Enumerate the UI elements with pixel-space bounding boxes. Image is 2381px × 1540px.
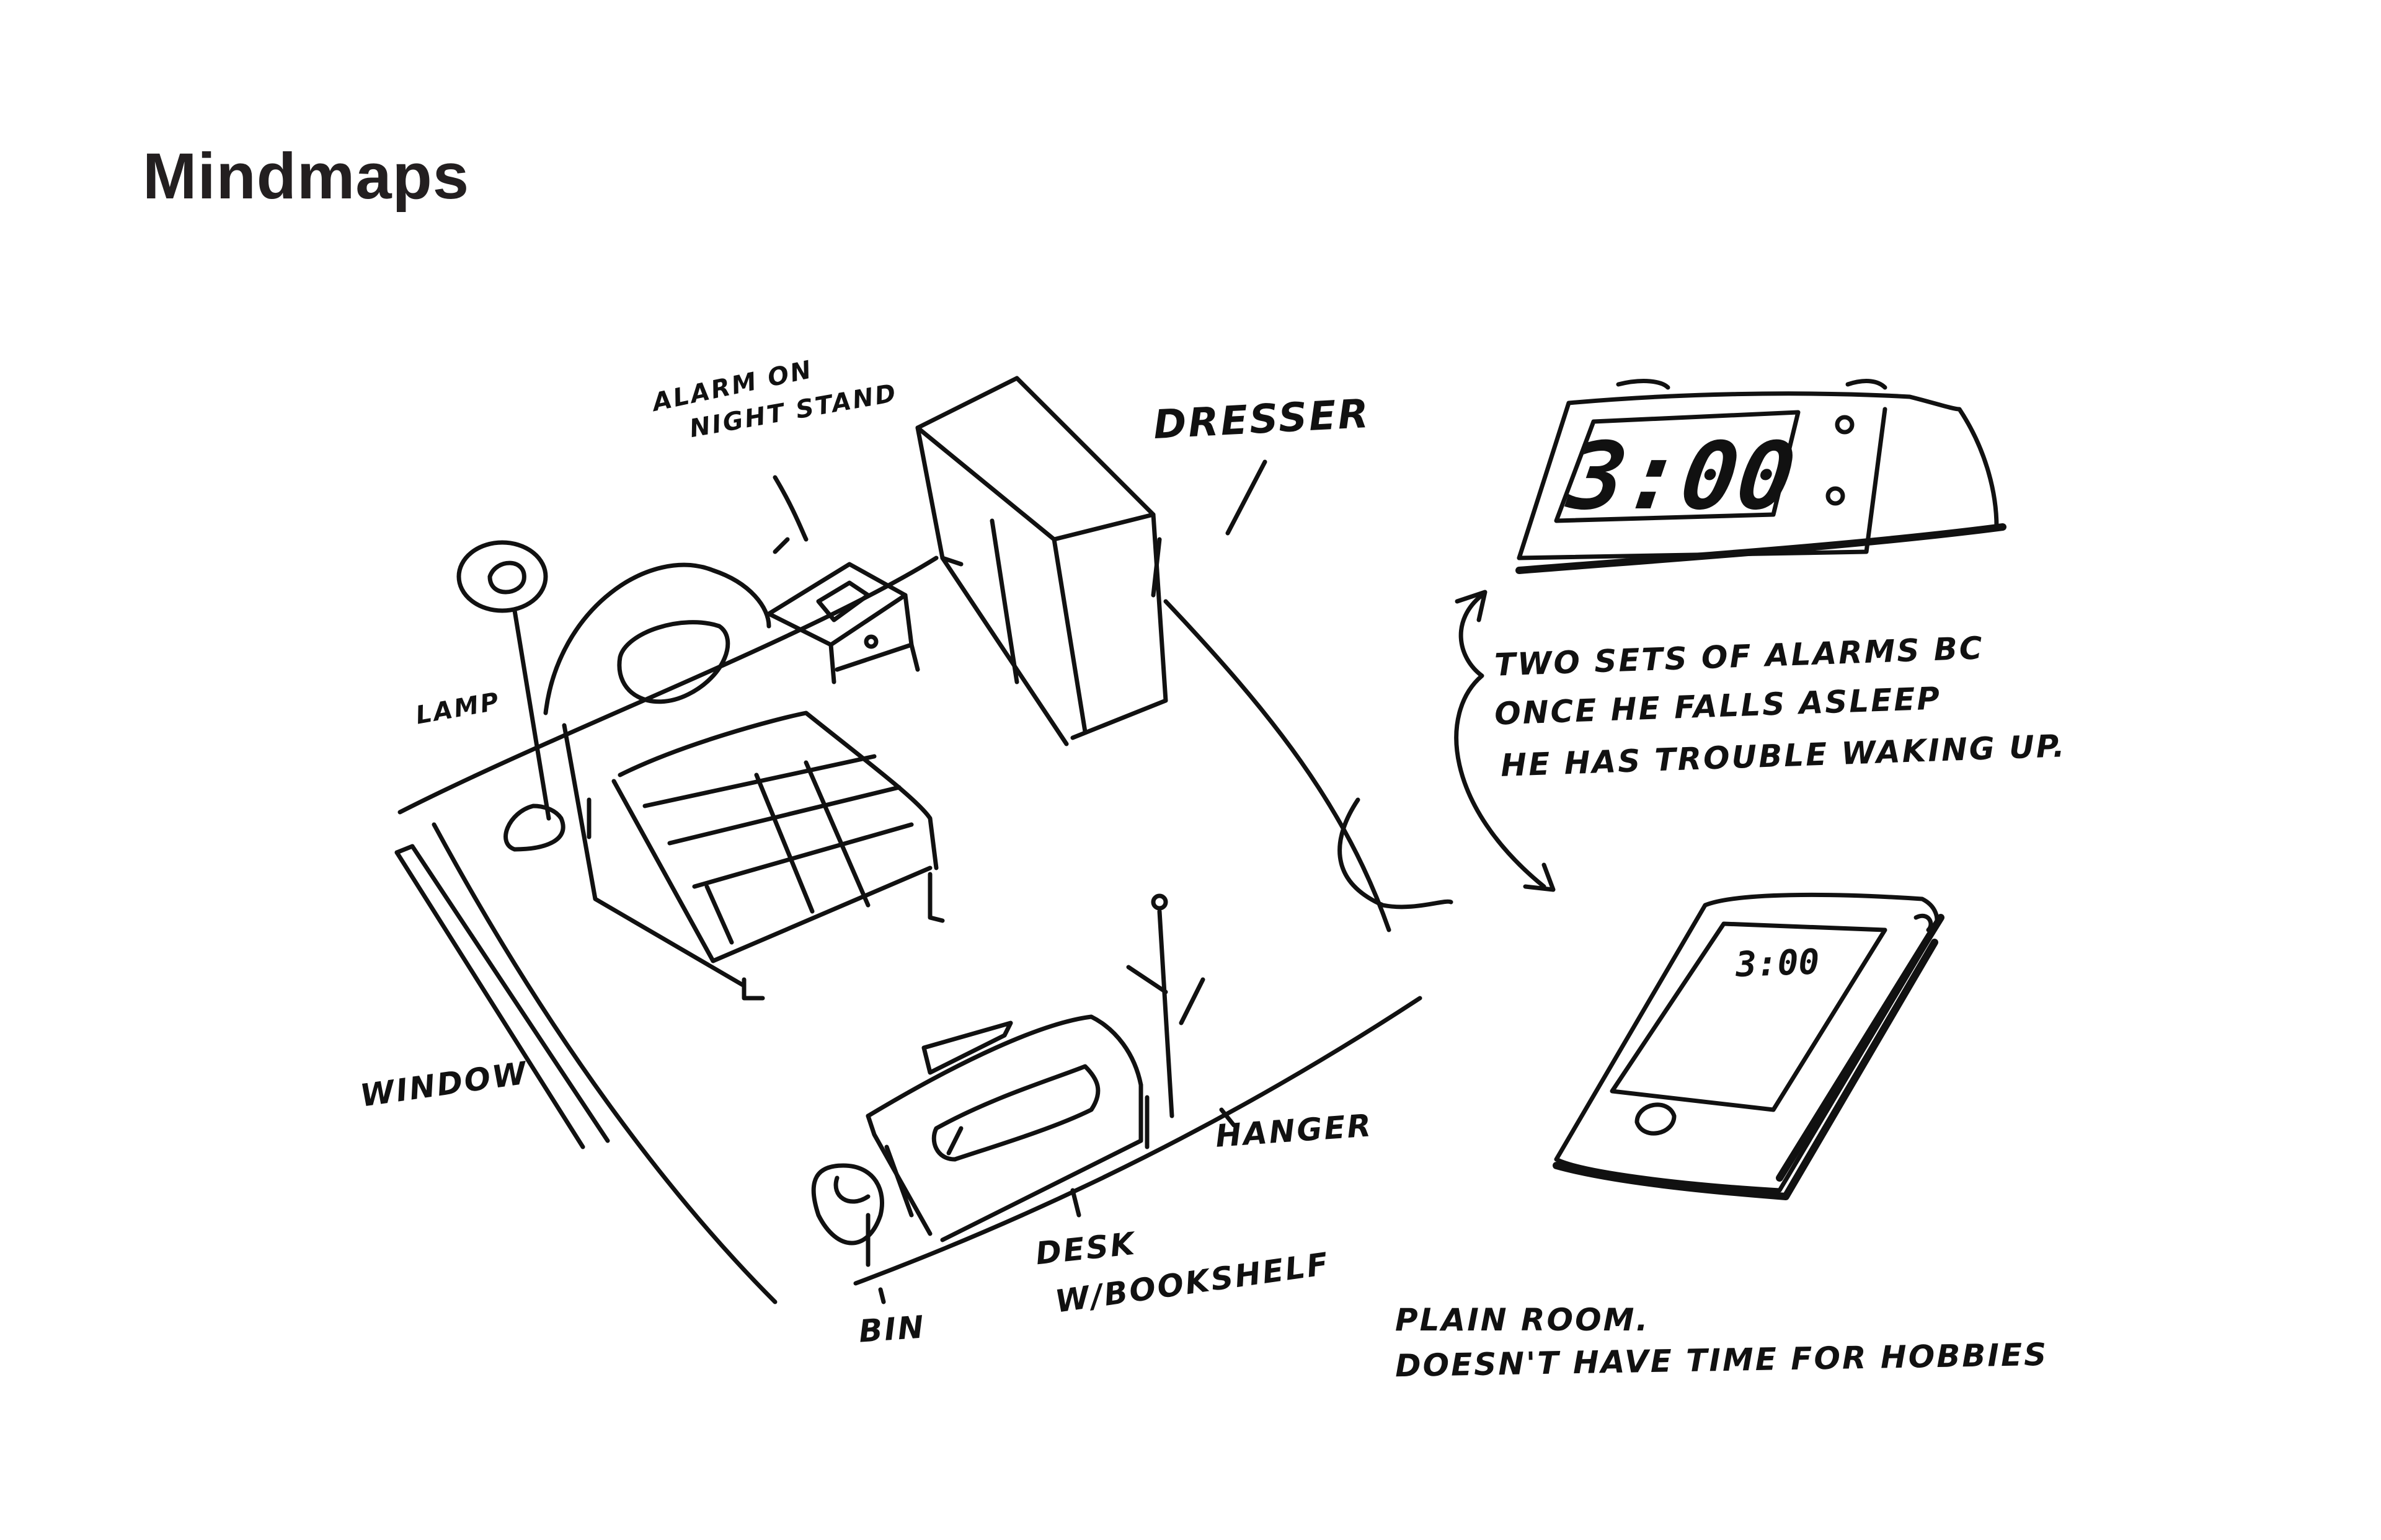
label-bin: BIN [858,1309,926,1349]
alarm-clock-display: 3:00 [1561,422,1802,531]
desk-drawing [868,1017,1147,1240]
nightstand-drawing [769,539,918,682]
alarm-clock-drawing: 3:00 [1519,381,2003,570]
bin-drawing [814,1166,882,1265]
bed-drawing [546,565,942,998]
phone-drawing: 3:00 [1556,895,1941,1197]
relation-arrow [1457,592,1553,890]
phone-display: 3:00 [1734,942,1820,985]
dresser-drawing [918,378,1166,744]
note-room-line1: PLAIN ROOM. [1395,1302,1649,1338]
label-connectors [775,462,1265,1302]
